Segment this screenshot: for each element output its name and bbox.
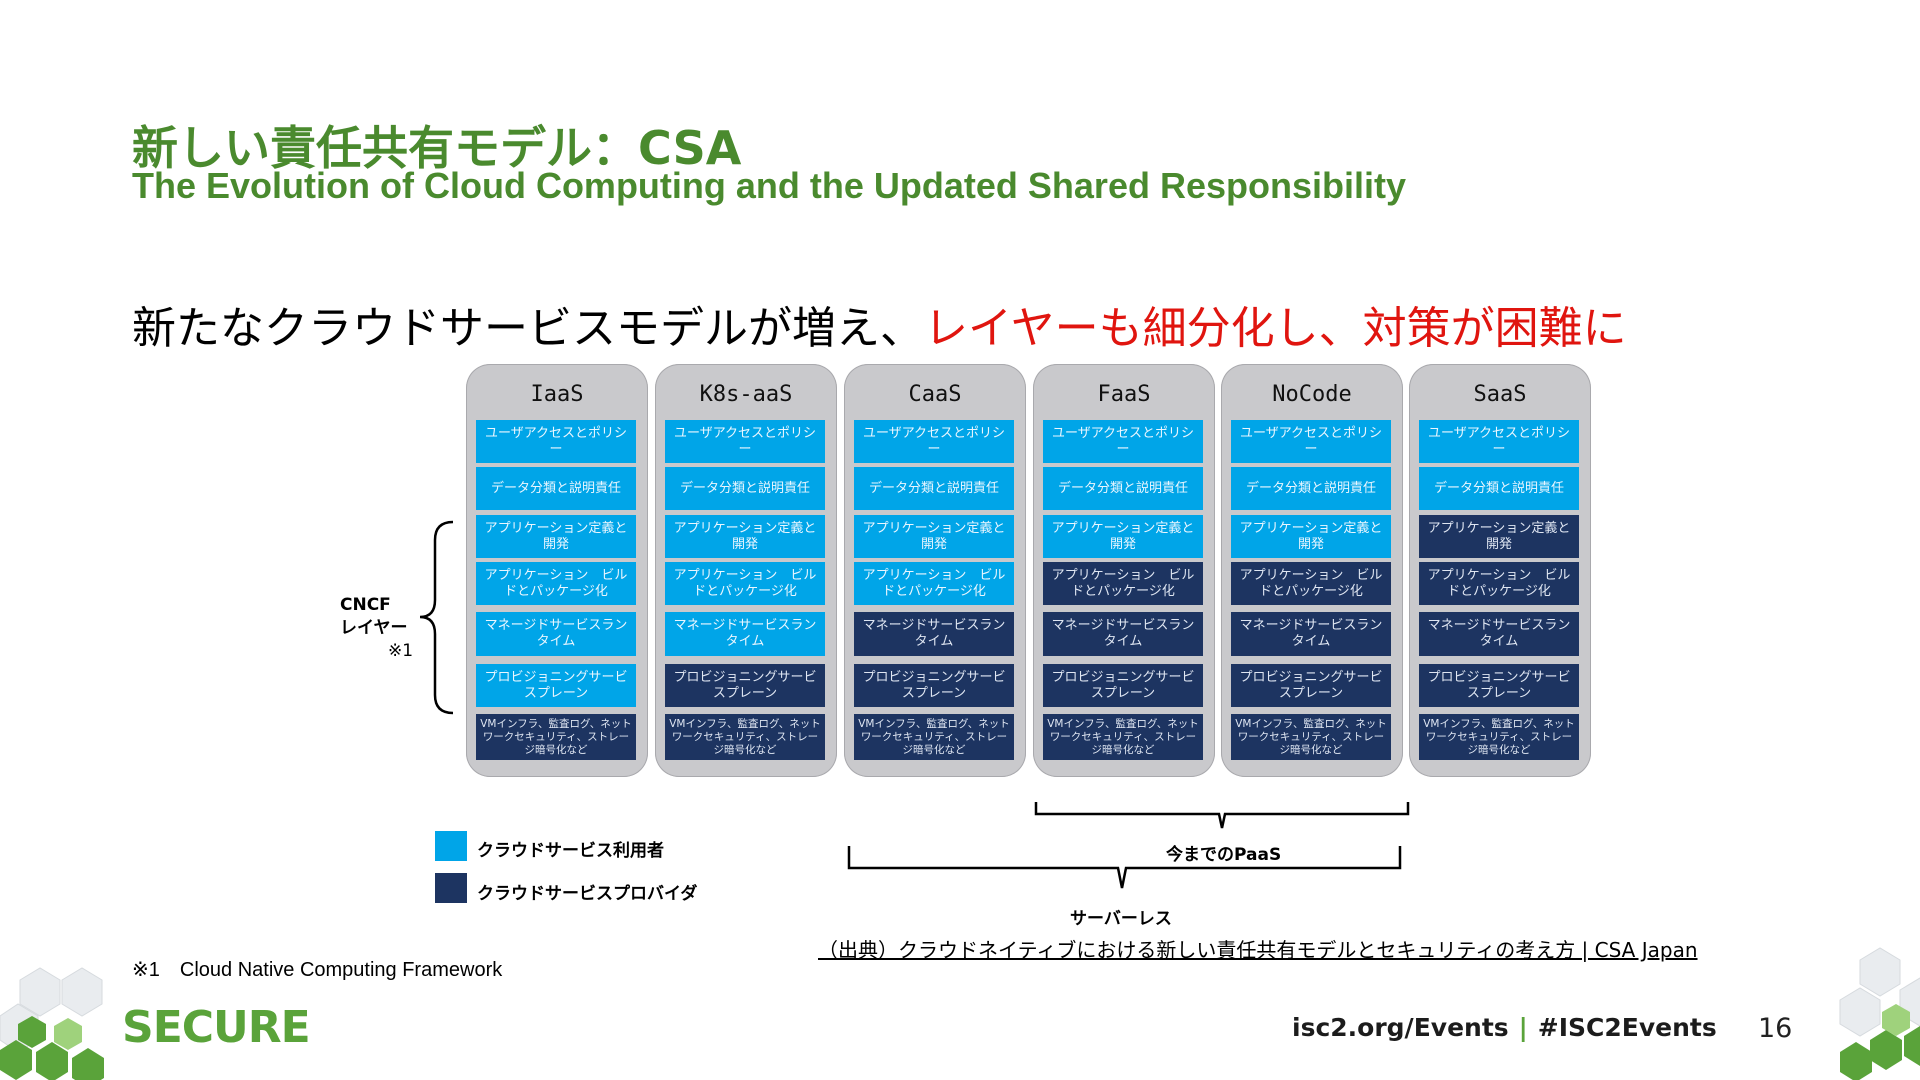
layer-cell: データ分類と説明責任 [1231, 467, 1391, 510]
column-name: CaaS [908, 382, 962, 407]
column-name: K8s-aaS [699, 382, 793, 407]
column-name: NoCode [1272, 382, 1352, 407]
layer-cell: ユーザアクセスとポリシー [665, 420, 825, 463]
brand-logo-text: SECURE [122, 1002, 311, 1053]
layer-cell: マネージドサービスランタイム [665, 612, 825, 656]
column-caas: CaaS ユーザアクセスとポリシーデータ分類と説明責任アプリケーション定義と開発ア… [844, 364, 1026, 777]
layer-cell: アプリケーション ビルドとパッケージ化 [854, 562, 1014, 605]
layer-cell: VMインフラ、監査ログ、ネットワークセキュリティ、ストレージ暗号化など [476, 714, 636, 760]
footer-hashtag: #ISC2Events [1537, 1013, 1717, 1042]
column-name: IaaS [530, 382, 584, 407]
layer-cell: アプリケーション ビルドとパッケージ化 [665, 562, 825, 605]
layer-cell: VMインフラ、監査ログ、ネットワークセキュリティ、ストレージ暗号化など [1043, 714, 1203, 760]
cncf-label-line3: ※1 [388, 641, 414, 661]
layer-cell: データ分類と説明責任 [1419, 467, 1579, 510]
layer-cell: マネージドサービスランタイム [1231, 612, 1391, 656]
layer-cell: マネージドサービスランタイム [1043, 612, 1203, 656]
cncf-brace [419, 520, 454, 715]
layer-cell: マネージドサービスランタイム [1419, 612, 1579, 656]
layer-cell: プロビジョニングサービスプレーン [1419, 664, 1579, 707]
layer-cell: プロビジョニングサービスプレーン [665, 664, 825, 707]
layer-cell: アプリケーション ビルドとパッケージ化 [1043, 562, 1203, 605]
layer-cell: VMインフラ、監査ログ、ネットワークセキュリティ、ストレージ暗号化など [1419, 714, 1579, 760]
legend-swatch-provider [435, 873, 467, 903]
layer-cell: ユーザアクセスとポリシー [1231, 420, 1391, 463]
column-saas: SaaS ユーザアクセスとポリシーデータ分類と説明責任アプリケーション定義と開発ア… [1409, 364, 1591, 777]
headline-main: 新たなクラウドサービスモデルが増え、 [132, 303, 924, 354]
layer-cell: アプリケーション ビルドとパッケージ化 [1231, 562, 1391, 605]
column-nocode: NoCode ユーザアクセスとポリシーデータ分類と説明責任アプリケーション定義と開… [1221, 364, 1403, 777]
layer-cell: アプリケーション定義と開発 [1419, 515, 1579, 558]
paas-brace [1034, 802, 1410, 829]
layer-cell: アプリケーション定義と開発 [665, 515, 825, 558]
footer-events: isc2.org/Events | #ISC2Events [1292, 1013, 1717, 1042]
paas-label: 今までのPaaS [1166, 845, 1282, 865]
layer-cell: ユーザアクセスとポリシー [854, 420, 1014, 463]
column-name: FaaS [1097, 382, 1151, 407]
column-k8s-aas: K8s-aaS ユーザアクセスとポリシーデータ分類と説明責任アプリケーション定義と… [655, 364, 837, 777]
serverless-brace [847, 846, 1402, 889]
legend-label-user: クラウドサービス利用者 [477, 841, 664, 861]
layer-cell: VMインフラ、監査ログ、ネットワークセキュリティ、ストレージ暗号化など [854, 714, 1014, 760]
headline: 新たなクラウドサービスモデルが増え、レイヤーも細分化し、対策が困難に [132, 292, 1627, 356]
page-number: 16 [1758, 1013, 1793, 1044]
cncf-label: CNCF レイヤー ※1 [340, 594, 413, 663]
slide-title-jp: 新しい責任共有モデル：CSA [132, 121, 742, 175]
column-faas: FaaS ユーザアクセスとポリシーデータ分類と説明責任アプリケーション定義と開発ア… [1033, 364, 1215, 777]
serverless-label: サーバーレス [1070, 909, 1172, 929]
layer-cell: データ分類と説明責任 [476, 467, 636, 510]
source-link[interactable]: （出典）クラウドネイティブにおける新しい責任共有モデルとセキュリティの考え方 |… [818, 938, 1698, 962]
hexagon-decoration-left [0, 967, 104, 1080]
layer-cell: プロビジョニングサービスプレーン [1043, 664, 1203, 707]
layer-cell: ユーザアクセスとポリシー [1419, 420, 1579, 463]
footnote: ※1 Cloud Native Computing Framework [132, 959, 503, 981]
layer-cell: ユーザアクセスとポリシー [476, 420, 636, 463]
layer-cell: VMインフラ、監査ログ、ネットワークセキュリティ、ストレージ暗号化など [1231, 714, 1391, 760]
layer-cell: データ分類と説明責任 [665, 467, 825, 510]
layer-cell: マネージドサービスランタイム [854, 612, 1014, 656]
layer-cell: アプリケーション定義と開発 [854, 515, 1014, 558]
footer-url: isc2.org/Events [1292, 1013, 1509, 1042]
layer-cell: アプリケーション定義と開発 [1043, 515, 1203, 558]
layer-cell: マネージドサービスランタイム [476, 612, 636, 656]
layer-cell: VMインフラ、監査ログ、ネットワークセキュリティ、ストレージ暗号化など [665, 714, 825, 760]
cncf-label-line2: レイヤー [340, 618, 408, 638]
layer-cell: アプリケーション定義と開発 [476, 515, 636, 558]
column-iaas: IaaS ユーザアクセスとポリシーデータ分類と説明責任アプリケーション定義と開発ア… [466, 364, 648, 777]
footer-separator: | [1518, 1013, 1528, 1042]
layer-cell: データ分類と説明責任 [854, 467, 1014, 510]
layer-cell: ユーザアクセスとポリシー [1043, 420, 1203, 463]
layer-cell: データ分類と説明責任 [1043, 467, 1203, 510]
layer-cell: アプリケーション定義と開発 [1231, 515, 1391, 558]
legend-label-provider: クラウドサービスプロバイダ [477, 884, 698, 904]
legend-swatch-user [435, 831, 467, 861]
layer-cell: プロビジョニングサービスプレーン [476, 664, 636, 707]
layer-cell: プロビジョニングサービスプレーン [854, 664, 1014, 707]
headline-highlight: レイヤーも細分化し、対策が困難に [924, 303, 1627, 354]
layer-cell: プロビジョニングサービスプレーン [1231, 664, 1391, 707]
layer-cell: アプリケーション ビルドとパッケージ化 [476, 562, 636, 605]
layer-cell: アプリケーション ビルドとパッケージ化 [1419, 562, 1579, 605]
slide-title-en: The Evolution of Cloud Computing and the… [132, 165, 1406, 206]
cncf-label-line1: CNCF [340, 595, 391, 615]
column-name: SaaS [1473, 382, 1527, 407]
hexagon-decoration-right [1839, 947, 1920, 1080]
